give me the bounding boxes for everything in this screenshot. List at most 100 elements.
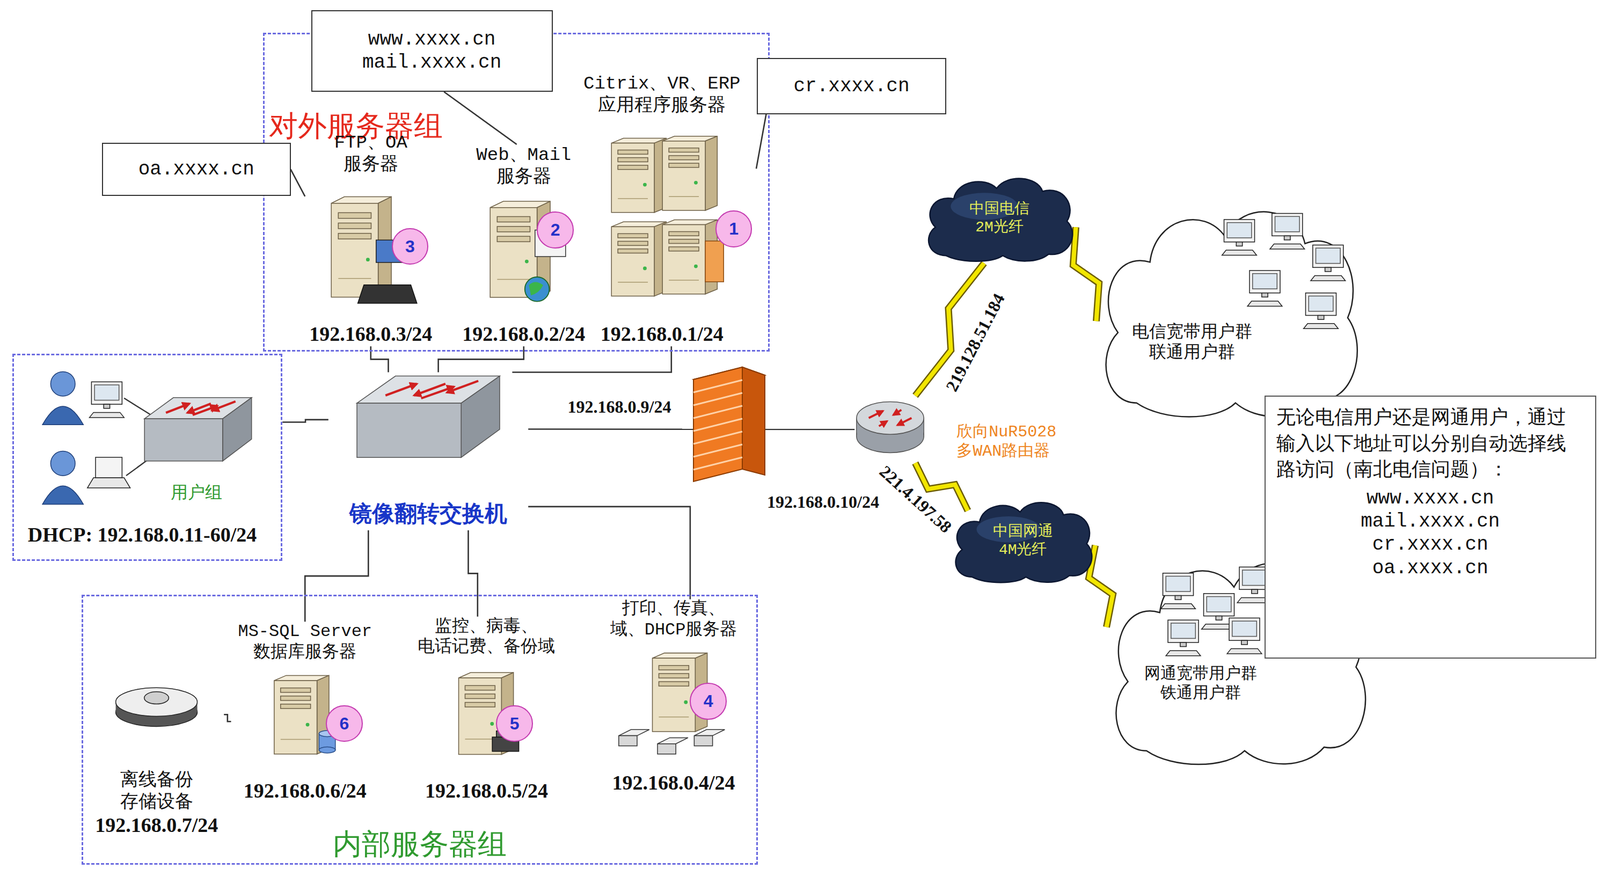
drawing-part xyxy=(464,693,495,699)
drawing-part xyxy=(1170,623,1196,639)
server: 监控、病毒、 电话记费、备份域192.168.0.5/245 xyxy=(397,616,576,804)
callout-number: 6 xyxy=(325,705,363,742)
drawing-part xyxy=(1160,603,1196,609)
callout-number-text: 4 xyxy=(703,690,714,712)
server-text: 监控、病毒、 电话记费、备份域 xyxy=(415,616,559,659)
drawing-part xyxy=(1283,235,1290,240)
drawing-part xyxy=(1162,573,1194,596)
drawing-part xyxy=(617,249,648,254)
domain-callout-text: cr.xxxx.cn xyxy=(793,74,910,98)
drawing-part xyxy=(657,743,676,755)
switch-icon xyxy=(356,374,500,472)
drawing-part xyxy=(1248,269,1280,293)
drawing-part xyxy=(643,183,647,187)
user-cloud: 电信宽带用户群 联通用户群 xyxy=(1096,199,1364,422)
drawing-part xyxy=(1317,315,1324,320)
network-cable xyxy=(443,91,517,145)
wan-link xyxy=(1072,227,1099,321)
drawing-part xyxy=(643,266,647,271)
drawing-part xyxy=(91,382,122,405)
domain-callout-text: oa.xxxx.cn xyxy=(138,157,255,181)
server-text: 192.168.0.6/24 xyxy=(243,778,367,804)
callout-number-text: 3 xyxy=(405,236,415,257)
drawing-part xyxy=(668,280,699,282)
server-text: 192.168.0.2/24 xyxy=(462,322,586,347)
network-cable xyxy=(528,428,855,430)
note-box-text: oa.xxxx.cn xyxy=(1276,556,1585,580)
drawing-part xyxy=(385,383,418,396)
server: 打印、传真、 域、DHCP服务器192.168.0.4/244 xyxy=(590,598,757,795)
drawing-part xyxy=(617,198,648,200)
server-text: 192.168.0.3/24 xyxy=(309,322,433,347)
drawing-part xyxy=(1274,216,1300,232)
drawing-part xyxy=(524,259,529,264)
drawing-part xyxy=(1231,620,1257,637)
drawing-part xyxy=(618,653,725,755)
drawing-part xyxy=(617,157,648,163)
drawing-part xyxy=(280,696,311,701)
note-box-text: mail.xxxx.cn xyxy=(1276,509,1585,533)
drawing-part xyxy=(955,502,1092,583)
connector-group xyxy=(1072,227,1099,321)
drawing-part xyxy=(461,376,500,458)
drawing-part xyxy=(1229,617,1260,641)
network-cable xyxy=(438,346,524,372)
drawing-part xyxy=(115,688,198,717)
cloud-outline xyxy=(923,173,1077,263)
drawing-part xyxy=(617,150,648,155)
drawing-part xyxy=(1252,273,1277,289)
callout-number: 5 xyxy=(495,705,533,742)
drawing-part xyxy=(693,180,698,185)
router-icon xyxy=(854,395,926,463)
server-text: 192.168.0.1/24 xyxy=(600,322,724,347)
connector-group xyxy=(223,714,231,722)
drawing-part xyxy=(1240,640,1247,645)
drawing-part xyxy=(668,246,699,252)
drawing-part xyxy=(1223,218,1255,242)
drawing-part xyxy=(668,196,699,198)
drawing-part xyxy=(1308,295,1334,311)
core-switch-text: 镜像翻转交换机 xyxy=(349,500,508,528)
drawing-part xyxy=(618,729,649,736)
drawing-part xyxy=(658,665,689,670)
drawing-part xyxy=(693,367,743,482)
note-box-text: 无论电信用户还是网通用户，通过输入以下地址可以分别自动选择线路访问（南北电信问题… xyxy=(1276,404,1585,483)
connector-group xyxy=(438,346,524,372)
drawing-part xyxy=(1305,292,1336,316)
connector-group xyxy=(468,530,478,617)
drawing-part xyxy=(893,410,902,415)
drawing-part xyxy=(668,231,699,237)
drawing-part xyxy=(668,155,699,160)
drawing-part xyxy=(1226,648,1262,654)
drawing-part xyxy=(413,383,446,396)
drawing-part xyxy=(693,431,743,444)
callout-number: 4 xyxy=(689,682,727,720)
callout-number: 1 xyxy=(715,210,752,247)
drawing-part xyxy=(497,226,530,232)
storage-icon xyxy=(111,679,202,733)
lightning-outline xyxy=(1072,227,1099,321)
drawing-part xyxy=(868,411,884,419)
drawing-part xyxy=(1271,213,1303,236)
drawing-part xyxy=(50,451,76,477)
connector-group xyxy=(1089,545,1114,627)
drawing-part xyxy=(1315,247,1341,263)
drawing-part xyxy=(87,477,131,488)
callout-number: 3 xyxy=(391,228,429,265)
drawing-part xyxy=(338,233,372,239)
domain-callout-text: www.xxxx.cn xyxy=(368,27,496,51)
drawing-part xyxy=(668,239,699,244)
user-group-text: 用户组 xyxy=(170,481,223,503)
note-box-text: www.xxxx.cn xyxy=(1276,486,1585,510)
drawing-part xyxy=(358,285,418,304)
drawing-part xyxy=(693,405,743,419)
server: Web、Mail 服务器192.168.0.2/242 xyxy=(453,144,595,347)
drawing-part xyxy=(165,403,190,413)
drawing-part xyxy=(693,392,743,406)
connector-group xyxy=(304,530,369,622)
drawing-part xyxy=(611,136,724,297)
note-box: 无论电信用户还是网通用户，通过输入以下地址可以分别自动选择线路访问（南北电信问题… xyxy=(1264,395,1597,659)
drawing-part xyxy=(528,281,544,296)
note-box-text: cr.xxxx.cn xyxy=(1276,532,1585,557)
callout-number-text: 5 xyxy=(509,713,520,734)
